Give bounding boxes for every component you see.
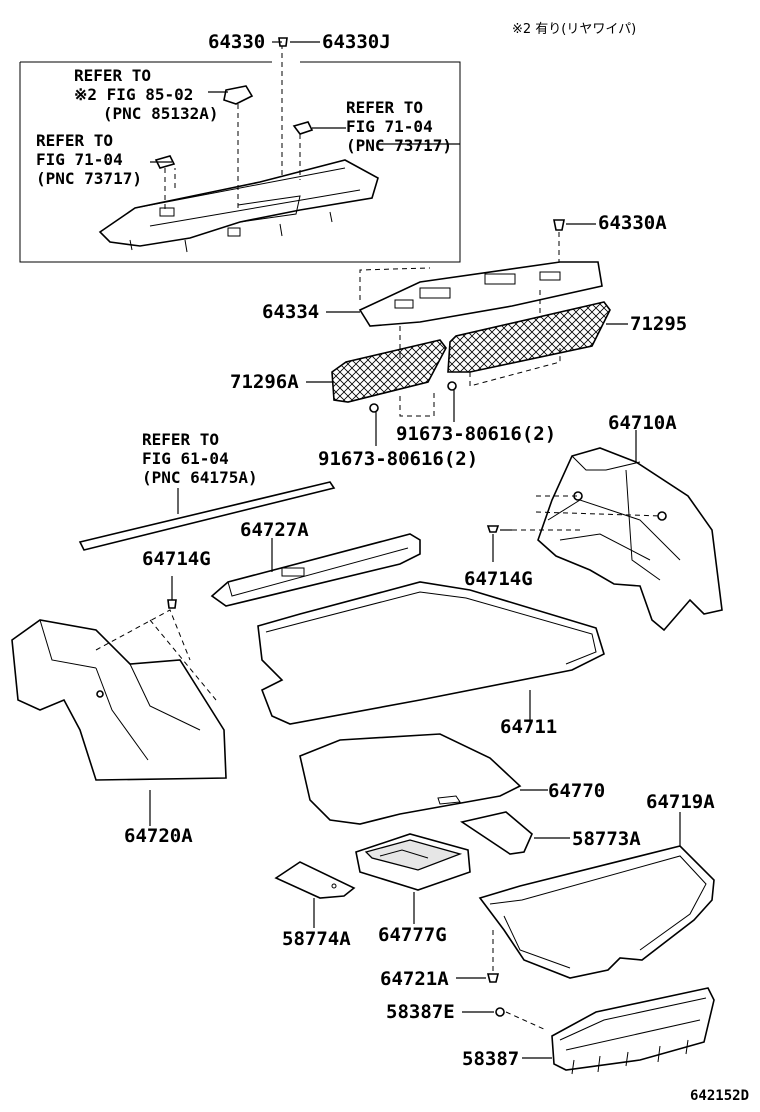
- reference-fig-71-04-right[interactable]: REFER TO FIG 71-04 (PNC 73717): [346, 98, 452, 155]
- mat-71295: [447, 301, 611, 373]
- callout-91673-lower[interactable]: 91673-80616(2): [318, 448, 479, 470]
- callout-91673-upper[interactable]: 91673-80616(2): [396, 423, 557, 445]
- callout-64770[interactable]: 64770: [548, 780, 606, 802]
- floor-mat-64711: [257, 581, 605, 725]
- callout-64727A[interactable]: 64727A: [240, 519, 309, 541]
- reference-fig-61-04[interactable]: REFER TO FIG 61-04 (PNC 64175A): [142, 430, 258, 487]
- screw-right: [486, 525, 500, 533]
- cross-member-64727A: [210, 533, 421, 607]
- callout-64714G-right[interactable]: 64714G: [464, 568, 533, 590]
- panel-64334: [358, 261, 603, 327]
- clip-64721A: [486, 973, 500, 983]
- deck-board-64770: [299, 733, 522, 825]
- weatherstrip: [78, 481, 336, 551]
- clip-91673-a: [447, 381, 457, 391]
- clip-64330A: [553, 219, 565, 231]
- clip-64330J: [278, 37, 288, 47]
- reference-fig-85-02[interactable]: REFER TO ※2 FIG 85-02 (PNC 85132A): [74, 66, 219, 123]
- scuff-plate-58387: [551, 987, 715, 1071]
- callout-58387[interactable]: 58387: [462, 1048, 520, 1070]
- cover-58773A: [460, 811, 533, 855]
- inset-frame: [19, 61, 461, 263]
- package-tray-trim: [98, 159, 379, 247]
- wiper-note: ※2 有り(リヤワイパ): [512, 22, 637, 37]
- side-trim-left: [11, 619, 227, 781]
- drawing-code: 642152D: [690, 1088, 750, 1104]
- trunk-lid-trim-64719A: [478, 845, 715, 979]
- callout-64719A[interactable]: 64719A: [646, 791, 715, 813]
- callout-58387E[interactable]: 58387E: [386, 1001, 455, 1023]
- callout-64330J[interactable]: 64330J: [322, 31, 391, 53]
- callout-64710A[interactable]: 64710A: [608, 412, 677, 434]
- mat-71296A: [331, 339, 447, 403]
- callout-58774A[interactable]: 58774A: [282, 928, 351, 950]
- clip-right: [292, 121, 314, 135]
- callout-71296A[interactable]: 71296A: [230, 371, 299, 393]
- callout-64711[interactable]: 64711: [500, 716, 558, 738]
- callout-64720A[interactable]: 64720A: [124, 825, 193, 847]
- callout-58773A[interactable]: 58773A: [572, 828, 641, 850]
- callout-64714G-left[interactable]: 64714G: [142, 548, 211, 570]
- grommet-58387E: [495, 1007, 505, 1017]
- callout-64334[interactable]: 64334: [262, 301, 320, 323]
- screw-left: [167, 599, 177, 609]
- callout-71295[interactable]: 71295: [630, 313, 688, 335]
- panel-58774A: [274, 861, 356, 899]
- reference-fig-71-04-left[interactable]: REFER TO FIG 71-04 (PNC 73717): [36, 131, 142, 188]
- callout-64777G[interactable]: 64777G: [378, 924, 447, 946]
- callout-64330[interactable]: 64330: [208, 31, 266, 53]
- side-trim-right: [537, 447, 723, 632]
- high-mount-lamp-cover: [223, 85, 254, 105]
- callout-64721A[interactable]: 64721A: [380, 968, 449, 990]
- callout-64330A[interactable]: 64330A: [598, 212, 667, 234]
- clip-91673-b: [369, 403, 379, 413]
